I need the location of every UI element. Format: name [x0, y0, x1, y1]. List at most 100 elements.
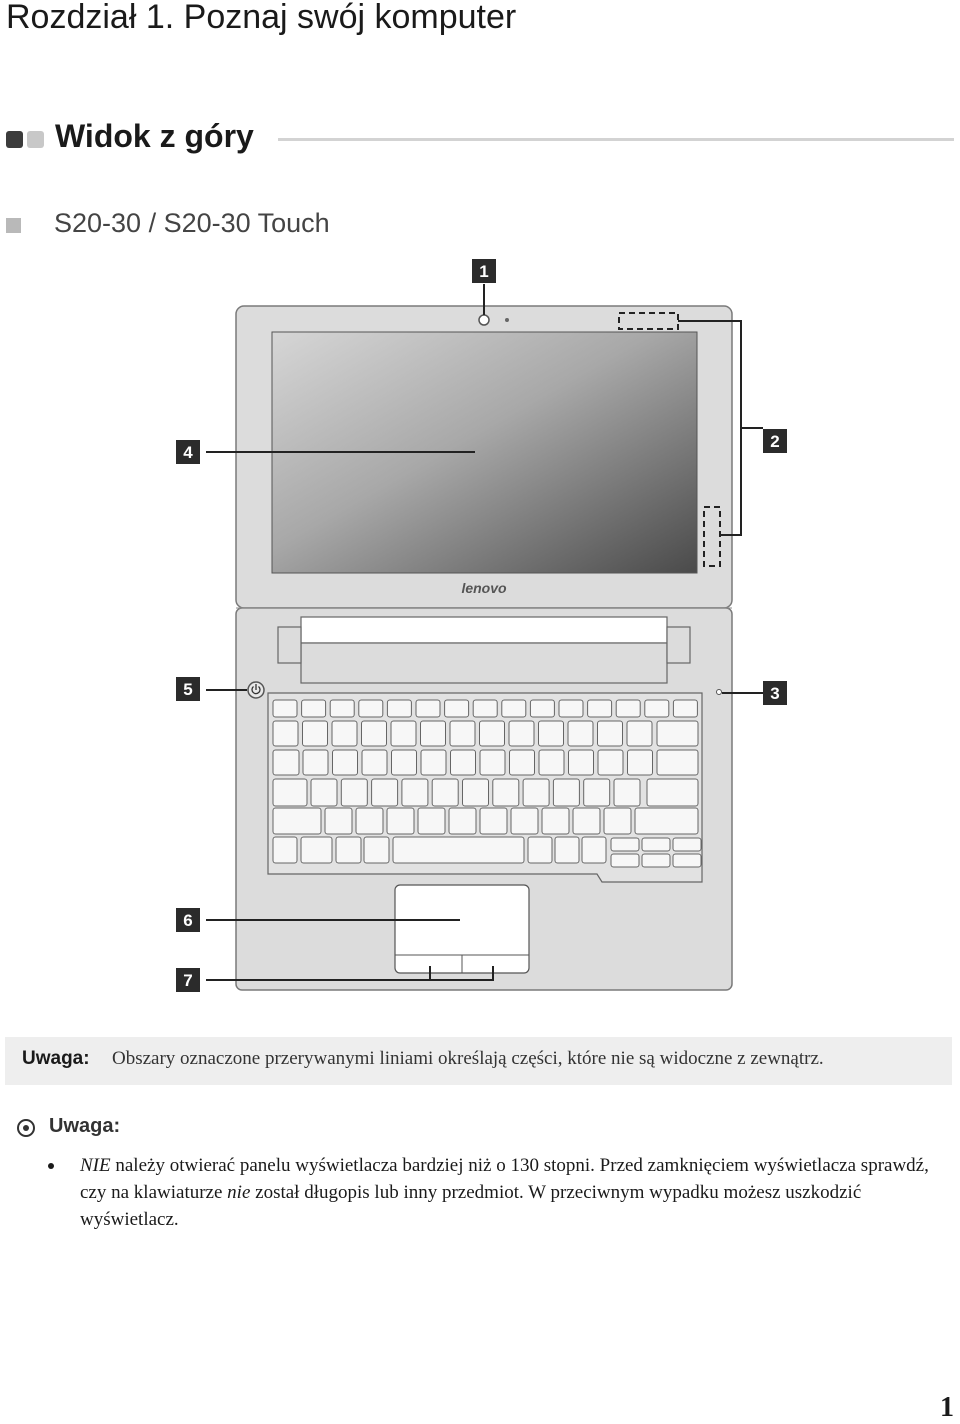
keyboard-key [358, 699, 384, 718]
keyboard-key [272, 778, 308, 807]
callout-label: 7 [183, 971, 192, 990]
callout-label: 4 [183, 443, 193, 462]
callout-3: 3 [763, 681, 787, 705]
section-heading: Widok z góry [6, 118, 954, 158]
keyboard-key [613, 778, 641, 807]
hinge-left [277, 626, 302, 664]
keyboard-key [386, 699, 412, 718]
keyboard-key [392, 836, 525, 864]
keyboard-key [646, 778, 699, 807]
heading-rule [278, 138, 954, 141]
warning-paragraph: NIE należy otwierać panelu wyświetlacza … [80, 1152, 940, 1233]
keyboard-key [272, 749, 300, 776]
warning-text-2: został długopis lub inny przedmiot. W pr… [80, 1182, 862, 1230]
laptop-diagram: lenovo 1 2 3 4 [176, 259, 787, 992]
keyboard-key [597, 749, 624, 776]
keyboard-key [420, 720, 446, 747]
keyboard-key [363, 836, 390, 864]
callout-label: 3 [770, 684, 779, 703]
bullet-dot [48, 1163, 54, 1169]
keyboard-key [462, 778, 489, 807]
keyboard-key [492, 778, 520, 807]
keyboard-key [331, 720, 358, 747]
keyboard-key [527, 836, 553, 864]
keyboard-key [329, 699, 355, 718]
keyboard-keys [272, 699, 702, 868]
keyboard-key [529, 699, 555, 718]
keyboard-key [626, 720, 653, 747]
keyboard-key [361, 749, 388, 776]
section-title: Widok z góry [55, 118, 254, 154]
keyboard-key [301, 699, 327, 718]
model-title: S20-30 / S20-30 Touch [54, 208, 330, 238]
keyboard-key [672, 853, 702, 868]
keyboard-key [391, 749, 417, 776]
warning-emphasis-2: nie [227, 1182, 251, 1203]
keyboard-key [355, 807, 384, 835]
keyboard-key [672, 837, 702, 852]
keyboard-key [610, 853, 640, 868]
keyboard-key [509, 749, 535, 776]
keyboard-key [390, 720, 417, 747]
keyboard-key [568, 749, 594, 776]
keyboard-key [641, 853, 671, 868]
hinge-body [300, 642, 668, 684]
power-icon [251, 684, 261, 695]
keyboard-key [415, 699, 441, 718]
hinge-right [666, 626, 691, 664]
keyboard-key [508, 720, 535, 747]
keyboard-key [627, 749, 653, 776]
keyboard-key [448, 807, 477, 835]
heading-square-dark-icon [6, 131, 23, 148]
callout-7: 7 [176, 968, 200, 992]
keyboard-key [641, 837, 671, 852]
keyboard-key [501, 699, 527, 718]
keyboard-key [420, 749, 447, 776]
keyboard-key [450, 749, 476, 776]
keyboard-key [558, 699, 584, 718]
keyboard-key [300, 836, 333, 864]
keyboard-key [472, 699, 498, 718]
keyboard-key [449, 720, 476, 747]
keyboard-key [310, 778, 338, 807]
keyboard-key [272, 699, 298, 718]
keyboard-key [644, 699, 670, 718]
keyboard-key [510, 807, 539, 835]
keyboard-key [587, 699, 613, 718]
keyboard-key [522, 778, 550, 807]
keyboard-key [610, 837, 640, 852]
callout-5: 5 [176, 677, 200, 701]
brand-logo: lenovo [461, 580, 507, 596]
keyboard-key [672, 699, 698, 718]
keyboard-key [538, 749, 565, 776]
keyboard-key [302, 749, 329, 776]
callout-1: 1 [472, 259, 496, 283]
keyboard-key [335, 836, 362, 864]
model-square-icon [6, 218, 21, 233]
keyboard-key [444, 699, 470, 718]
heading-square-light-icon [27, 131, 44, 148]
camera-indicator [505, 318, 509, 322]
antenna-area-top [618, 312, 679, 330]
keyboard-key [597, 720, 623, 747]
keyboard-key [479, 720, 505, 747]
callout-4: 4 [176, 440, 200, 464]
keyboard-key [538, 720, 564, 747]
keyboard-key [386, 807, 415, 835]
keyboard-key [656, 720, 699, 747]
callout-lines [206, 284, 763, 981]
keyboard-key [603, 807, 632, 835]
keyboard-key [431, 778, 459, 807]
warning-text-1: należy otwierać panelu wyświetlacza bard… [80, 1155, 929, 1203]
keyboard-key [401, 778, 429, 807]
callout-6: 6 [176, 908, 200, 932]
callout-label: 1 [479, 262, 488, 281]
keyboard-key [361, 720, 387, 747]
chapter-title: Rozdział 1. Poznaj swój komputer [6, 0, 517, 36]
keyboard-key [302, 720, 328, 747]
keyboard-key [417, 807, 446, 835]
warning-emphasis-1: NIE [80, 1155, 111, 1176]
antenna-area-side [703, 506, 721, 567]
camera-icon [478, 314, 490, 326]
keyboard-key [583, 778, 611, 807]
